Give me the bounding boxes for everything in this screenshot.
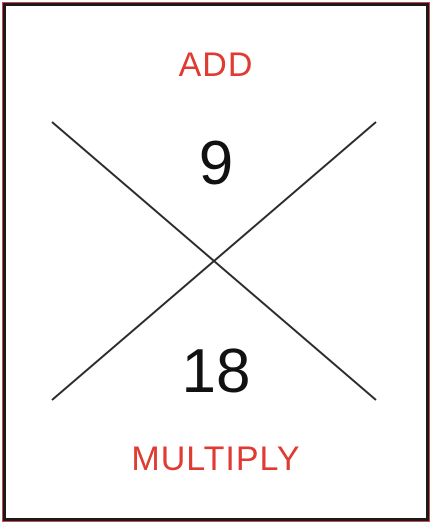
product-value: 18	[181, 337, 251, 406]
diagonal-line-up	[51, 121, 377, 401]
sum-value: 9	[198, 129, 234, 198]
multiply-label: MULTIPLY	[131, 440, 301, 478]
diagram-frame: ADD 9 18 MULTIPLY	[3, 3, 429, 521]
add-label: ADD	[178, 46, 254, 84]
x-cross	[51, 121, 377, 401]
